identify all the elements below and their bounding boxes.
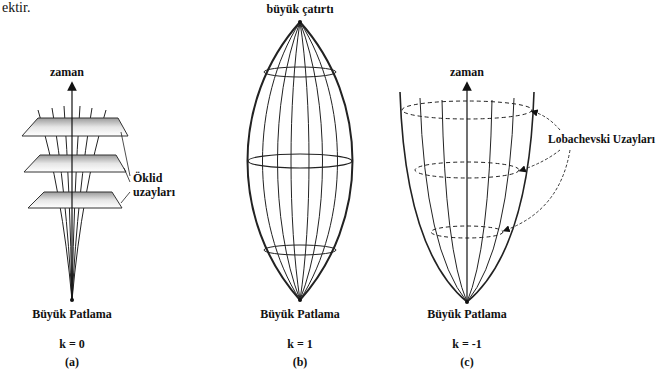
curvature-label: k = 1 — [287, 338, 313, 352]
time-axis — [71, 86, 72, 300]
time-axis — [466, 86, 467, 302]
leader-lines — [121, 132, 130, 203]
fragment-text: ektir. — [2, 0, 30, 16]
event-label: Büyük Patlama — [260, 308, 340, 322]
curvature-label: k = -1 — [452, 338, 482, 352]
curvature-label: k = 0 — [59, 338, 85, 352]
axis-label: zaman — [50, 66, 84, 80]
closed-universe — [248, 22, 353, 300]
panel-letter: (c) — [460, 356, 473, 370]
plane-label: Öklid uzayları — [133, 172, 195, 200]
panel-letter: (b) — [293, 356, 308, 370]
region-label: Lobachevski Uzayları — [548, 133, 655, 146]
event-label: Büyük Patlama — [32, 308, 112, 322]
axis-label: zaman — [450, 66, 484, 80]
euclid-planes — [22, 118, 128, 208]
panel-letter: (a) — [65, 356, 79, 370]
event-label: büyük çatırtı — [266, 3, 333, 17]
event-label: Büyük Patlama — [427, 308, 507, 322]
pointer-arrows — [506, 112, 570, 230]
